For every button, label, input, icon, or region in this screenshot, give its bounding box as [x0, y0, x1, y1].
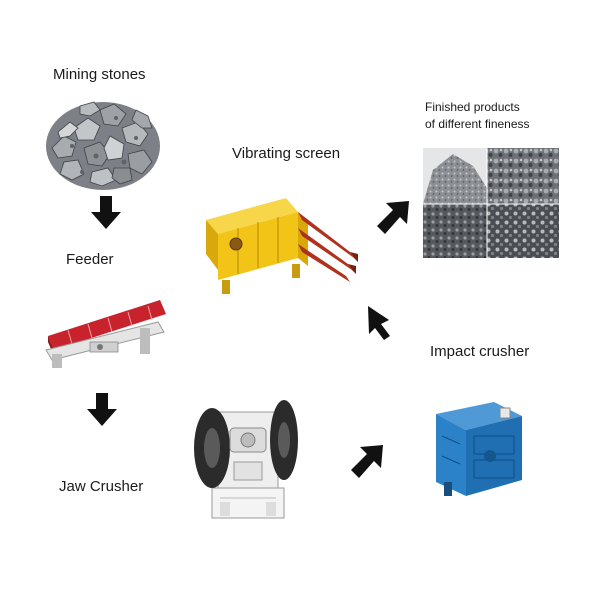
- jaw-crusher-label: Jaw Crusher: [59, 478, 144, 495]
- vibrating-screen-image: [206, 198, 358, 294]
- feeder-label: Feeder: [66, 251, 114, 268]
- impact-crusher-image: [436, 402, 522, 496]
- mining-stones-label: Mining stones: [53, 66, 146, 83]
- finished-products-line2: of different fineness: [425, 117, 530, 131]
- finished-products-image: [423, 148, 559, 258]
- jaw-crusher-image: [194, 400, 298, 519]
- arrow-up-left-icon: [368, 306, 390, 340]
- mining-stones-image: [46, 101, 160, 190]
- arrow-up-right-icon: [377, 201, 409, 234]
- arrow-down-icon: [87, 393, 117, 426]
- vibrating-screen-label: Vibrating screen: [232, 145, 341, 162]
- finished-products-label: Finished products of different fineness: [425, 99, 530, 133]
- feeder-image: [45, 300, 166, 368]
- arrow-down-icon: [91, 196, 121, 229]
- impact-crusher-label: Impact crusher: [430, 343, 530, 360]
- arrow-up-right-icon: [351, 445, 383, 478]
- finished-products-line1: Finished products: [425, 100, 520, 114]
